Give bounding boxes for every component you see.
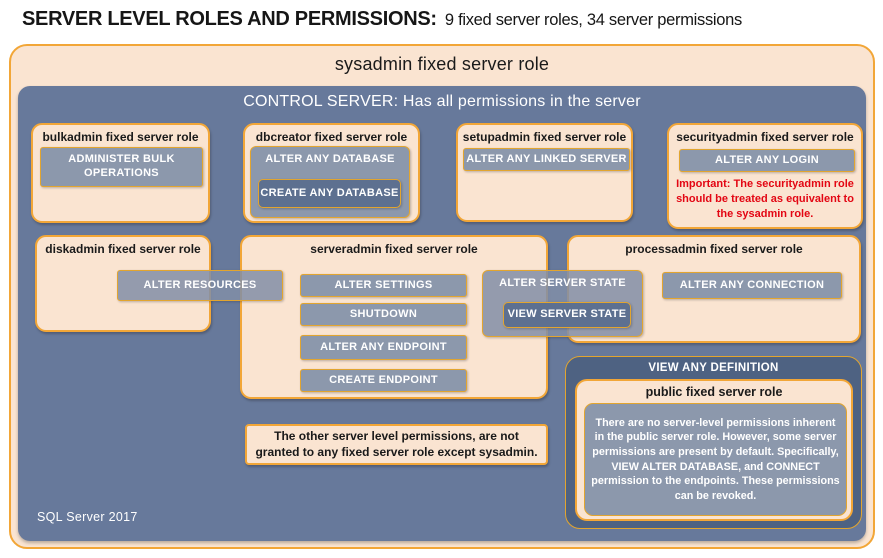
setupadmin-role-title: setupadmin fixed server role bbox=[462, 130, 627, 144]
public-role-description: There are no server-level permissions in… bbox=[584, 403, 847, 516]
permission-view-any-definition: VIEW ANY DEFINITION public fixed server … bbox=[565, 356, 862, 529]
control-server-panel: CONTROL SERVER: Has all permissions in t… bbox=[18, 86, 866, 541]
permission-alter-any-connection: ALTER ANY CONNECTION bbox=[662, 272, 842, 299]
securityadmin-role-title: securityadmin fixed server role bbox=[676, 130, 854, 144]
public-role-title: public fixed server role bbox=[645, 385, 783, 399]
version-label: SQL Server 2017 bbox=[37, 510, 138, 524]
permission-create-any-database: CREATE ANY DATABASE bbox=[258, 179, 401, 208]
other-permissions-note: The other server level permissions, are … bbox=[245, 424, 548, 465]
role-box-securityadmin: securityadmin fixed server role ALTER AN… bbox=[667, 123, 863, 229]
page-title: SERVER LEVEL ROLES AND PERMISSIONS: 9 fi… bbox=[22, 8, 862, 31]
permission-create-endpoint: CREATE ENDPOINT bbox=[300, 369, 467, 392]
serveradmin-role-title: serveradmin fixed server role bbox=[310, 242, 478, 256]
permission-alter-settings: ALTER SETTINGS bbox=[300, 274, 467, 297]
role-box-public: public fixed server role There are no se… bbox=[575, 379, 853, 521]
sysadmin-role-title: sysadmin fixed server role bbox=[334, 54, 550, 74]
permission-alter-server-state: ALTER SERVER STATE VIEW SERVER STATE bbox=[482, 270, 643, 337]
permission-view-server-state: VIEW SERVER STATE bbox=[503, 302, 631, 328]
bulkadmin-role-title: bulkadmin fixed server role bbox=[42, 130, 199, 144]
alter-any-database-label: ALTER ANY DATABASE bbox=[265, 153, 395, 165]
role-box-dbcreator: dbcreator fixed server role ALTER ANY DA… bbox=[243, 123, 420, 223]
page-title-subtext: 9 fixed server roles, 34 server permissi… bbox=[444, 11, 742, 29]
role-box-bulkadmin: bulkadmin fixed server role ADMINISTER B… bbox=[31, 123, 210, 223]
page-title-bold: SERVER LEVEL ROLES AND PERMISSIONS: bbox=[22, 8, 437, 30]
permission-administer-bulk-operations: ADMINISTER BULK OPERATIONS bbox=[40, 147, 203, 187]
processadmin-role-title: processadmin fixed server role bbox=[625, 242, 803, 256]
permission-alter-any-linked-server: ALTER ANY LINKED SERVER bbox=[463, 148, 630, 171]
permission-alter-any-database: ALTER ANY DATABASE CREATE ANY DATABASE bbox=[250, 146, 410, 218]
securityadmin-warning-text: Important: The securityadmin role should… bbox=[676, 178, 854, 220]
dbcreator-role-title: dbcreator fixed server role bbox=[255, 130, 408, 144]
role-box-setupadmin: setupadmin fixed server role ALTER ANY L… bbox=[456, 123, 633, 222]
permission-alter-any-login: ALTER ANY LOGIN bbox=[679, 149, 855, 172]
permission-shutdown: SHUTDOWN bbox=[300, 303, 467, 326]
control-server-title: CONTROL SERVER: Has all permissions in t… bbox=[243, 93, 641, 110]
diskadmin-role-title: diskadmin fixed server role bbox=[45, 242, 201, 256]
alter-server-state-label: ALTER SERVER STATE bbox=[499, 277, 626, 289]
role-box-sysadmin: sysadmin fixed server role CONTROL SERVE… bbox=[9, 44, 875, 549]
permission-alter-resources: ALTER RESOURCES bbox=[117, 270, 283, 301]
permission-alter-any-endpoint: ALTER ANY ENDPOINT bbox=[300, 335, 467, 360]
view-any-definition-label: VIEW ANY DEFINITION bbox=[648, 362, 779, 374]
